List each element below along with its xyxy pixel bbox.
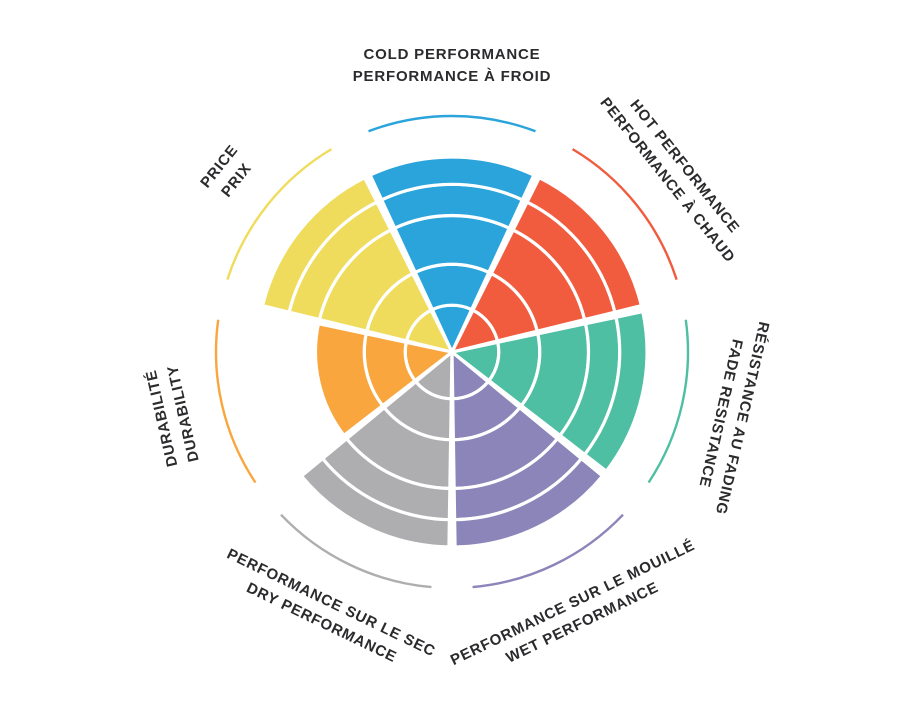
sector-label-wet-performance: PERFORMANCE SUR LE MOUILLÉWET PERFORMANC… xyxy=(448,537,707,689)
outer-arc-wet-performance xyxy=(472,513,624,589)
sector-cold-performance: COLD PERFORMANCE PERFORMANCE À FROID xyxy=(353,46,552,356)
sector-label-line1-dry-performance: PERFORMANCE SUR LE SEC xyxy=(224,546,438,661)
sector-band-durability-level-3 xyxy=(313,321,385,438)
sector-label-line2-cold-performance: PERFORMANCE À FROID xyxy=(353,68,552,85)
sector-band-price-level-5 xyxy=(260,175,380,315)
sector-label-price: PRICEPRIX xyxy=(197,142,259,205)
sector-label-durability: DURABILITÉDURABILITY xyxy=(143,363,203,468)
sector-label-line2-hot-performance: PERFORMANCE À CHAUD xyxy=(597,94,739,266)
sector-label-fade-resistance: RÉSISTANCE AU FADINGFADE RESISTANCE xyxy=(690,315,772,516)
sector-label-line1-cold-performance: COLD PERFORMANCE xyxy=(364,46,541,63)
sector-label-cold-performance: COLD PERFORMANCE PERFORMANCE À FROID xyxy=(353,46,552,85)
sector-band-dry-performance-level-5 xyxy=(299,456,451,549)
sector-band-wet-performance-level-5 xyxy=(453,456,605,549)
sector-band-cold-performance-level-3 xyxy=(392,213,512,275)
outer-arc-price xyxy=(226,148,333,280)
sector-band-fade-resistance-level-5 xyxy=(582,309,649,474)
outer-arc-dry-performance xyxy=(280,513,432,589)
outer-arc-hot-performance xyxy=(571,148,678,280)
sector-label-hot-performance: HOT PERFORMANCEPERFORMANCE À CHAUD xyxy=(597,81,756,266)
sector-band-cold-performance-level-5 xyxy=(368,155,536,202)
outer-arc-cold-performance xyxy=(368,114,536,133)
sector-label-dry-performance: PERFORMANCE SUR LE SECDRY PERFORMANCE xyxy=(215,546,439,681)
sector-label-line1-wet-performance: PERFORMANCE SUR LE MOUILLÉ xyxy=(448,537,698,669)
outer-arc-durability xyxy=(214,319,257,484)
outer-arc-fade-resistance xyxy=(647,319,690,484)
sector-durability: DURABILITÉDURABILITY xyxy=(143,319,456,484)
sector-band-hot-performance-level-5 xyxy=(524,175,644,315)
